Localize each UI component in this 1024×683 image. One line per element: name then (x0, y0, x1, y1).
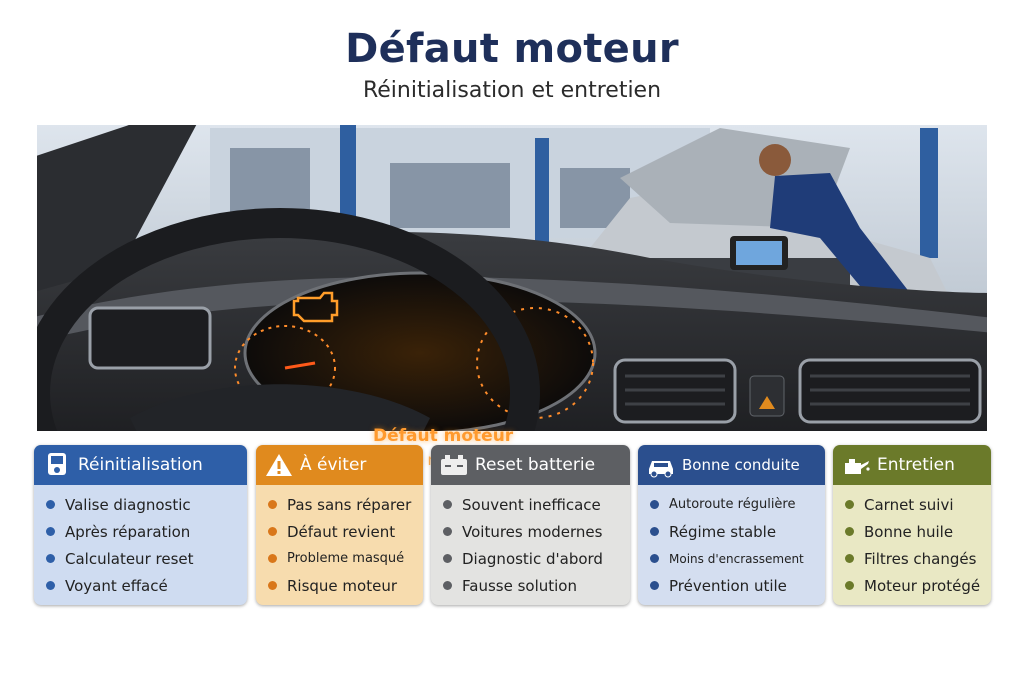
card-title: Entretien (877, 455, 955, 475)
warning-triangle-icon (264, 452, 294, 478)
list-item: Risque moteur (268, 572, 423, 599)
diagnostic-tool-icon (42, 452, 72, 478)
card-bonne-conduite: Bonne conduite Autoroute régulière Régim… (638, 445, 825, 605)
list-item: Voitures modernes (443, 518, 630, 545)
dashboard-warning-text: Défaut moteur (373, 426, 514, 446)
card-reset-batterie: Reset batterie Souvent inefficace Voitur… (431, 445, 630, 605)
list-item: Bonne huile (845, 518, 991, 545)
list-item: Carnet suivi (845, 491, 991, 518)
car-interior-illustration: Défaut moteur Réparation nécessaire (30, 118, 994, 469)
card-title: Réinitialisation (78, 455, 203, 475)
list-item: Moins d'encrassement (650, 545, 825, 572)
oil-can-icon (841, 452, 871, 478)
page-subtitle: Réinitialisation et entretien (362, 78, 662, 103)
list-item: Probleme masqué (268, 545, 423, 572)
list-item: Prévention utile (650, 572, 825, 599)
card-header: Reset batterie (431, 445, 630, 485)
car-icon (646, 452, 676, 478)
card-header: À éviter (256, 445, 423, 485)
card-reinitialisation: Réinitialisation Valise diagnostic Après… (34, 445, 247, 605)
list-item: Voyant effacé (46, 572, 247, 599)
list-item: Filtres changés (845, 545, 991, 572)
list-item: Calculateur reset (46, 545, 247, 572)
card-title: À éviter (300, 455, 367, 475)
list-item: Fausse solution (443, 572, 630, 599)
list-item: Autoroute régulière (650, 491, 825, 518)
info-cards: Réinitialisation Valise diagnostic Après… (34, 445, 994, 607)
card-entretien: Entretien Carnet suivi Bonne huile Filtr… (833, 445, 991, 605)
list-item: Moteur protégé (845, 572, 991, 599)
page-title: Défaut moteur (345, 26, 679, 72)
list-item: Valise diagnostic (46, 491, 247, 518)
list-item: Après réparation (46, 518, 247, 545)
card-title: Reset batterie (475, 455, 596, 475)
list-item: Diagnostic d'abord (443, 545, 630, 572)
list-item: Pas sans réparer (268, 491, 423, 518)
card-a-eviter: À éviter Pas sans réparer Défaut revient… (256, 445, 423, 605)
card-header: Réinitialisation (34, 445, 247, 485)
card-header: Bonne conduite (638, 445, 825, 485)
battery-icon (439, 452, 469, 478)
list-item: Régime stable (650, 518, 825, 545)
list-item: Défaut revient (268, 518, 423, 545)
list-item: Souvent inefficace (443, 491, 630, 518)
card-header: Entretien (833, 445, 991, 485)
card-title: Bonne conduite (682, 456, 800, 474)
